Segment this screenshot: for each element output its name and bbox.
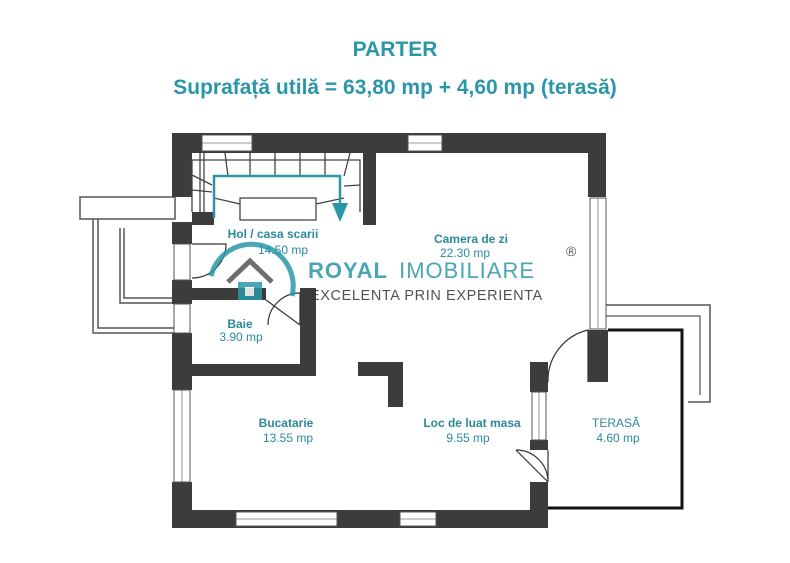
room-area: 9.55 mp	[446, 431, 490, 445]
watermark-tagline: EXCELENTA PRIN EXPERIENTA	[310, 288, 543, 304]
room-name: Camera de zi	[434, 232, 508, 246]
doors	[191, 243, 589, 483]
room-area: 13.55 mp	[263, 431, 313, 445]
house-logo-icon	[208, 241, 296, 300]
room-name: Bucatarie	[259, 416, 314, 430]
room-name: Hol / casa scarii	[228, 227, 319, 241]
window-glass-lines	[181, 142, 599, 520]
terrace-outline	[548, 304, 711, 510]
room-area: 3.90 mp	[219, 330, 263, 344]
watermark-brand: ROYAL IMOBILIARE	[308, 258, 535, 283]
room-name: Loc de luat masa	[423, 416, 521, 430]
room-name: Baie	[227, 317, 253, 331]
plan-title: PARTER	[352, 38, 438, 61]
stair-arrow-icon	[212, 174, 348, 222]
room-area: 4.60 mp	[596, 431, 640, 445]
room-name: TERASĂ	[592, 415, 640, 430]
room-terasa: TERASĂ 4.60 mp	[592, 415, 640, 445]
left-ledge	[79, 196, 178, 334]
room-camera-de-zi: Camera de zi 22.30 mp	[434, 232, 508, 260]
room-area: 22.30 mp	[440, 246, 490, 260]
room-baie: Baie 3.90 mp	[219, 317, 263, 344]
room-bucatarie: Bucatarie 13.55 mp	[259, 416, 314, 445]
plan-subtitle: Suprafață utilă = 63,80 mp + 4,60 mp (te…	[173, 76, 617, 99]
registered-mark: ®	[566, 243, 577, 259]
royal-imobiliare-watermark: ROYAL IMOBILIARE ® EXCELENTA PRIN EXPERI…	[208, 241, 577, 304]
walls	[172, 133, 608, 528]
room-loc-de-luat-masa: Loc de luat masa 9.55 mp	[423, 416, 521, 445]
staircase	[191, 152, 361, 221]
